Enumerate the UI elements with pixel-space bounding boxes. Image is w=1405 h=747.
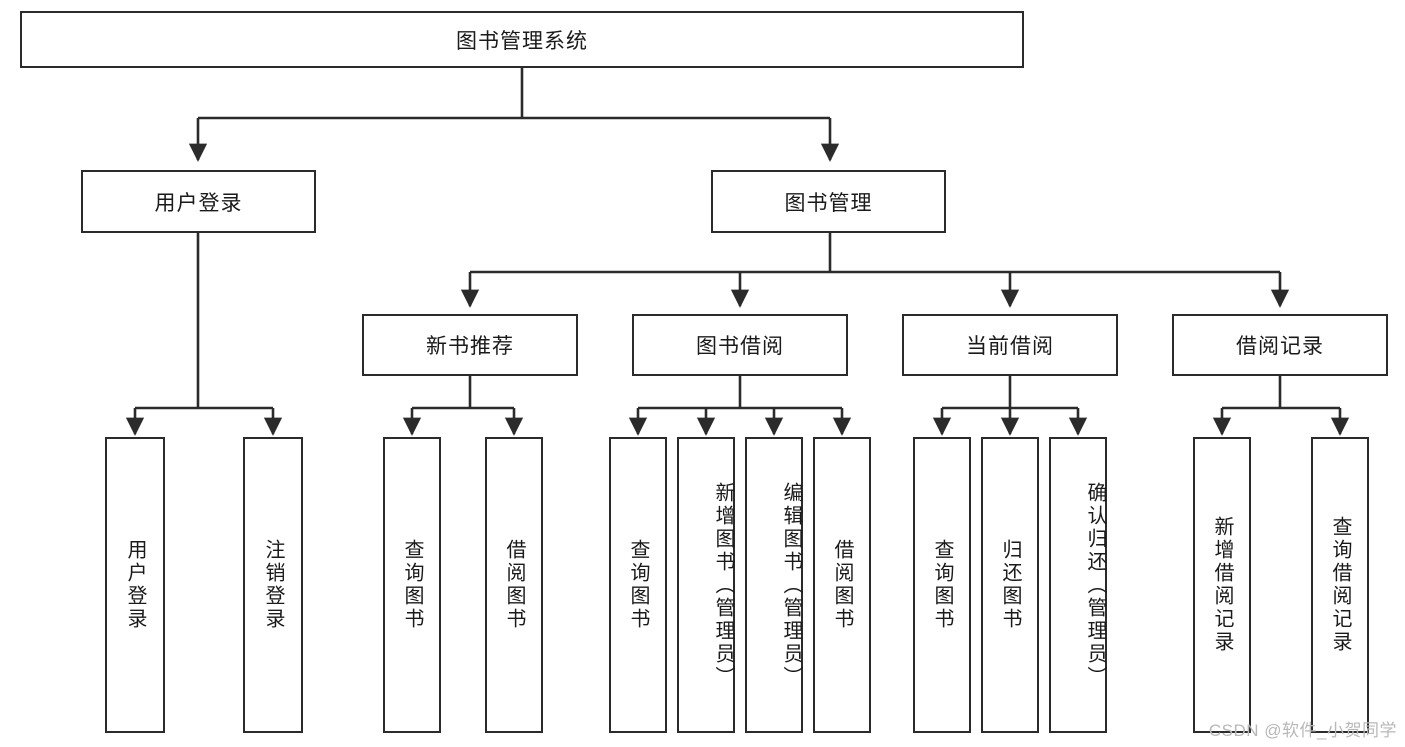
leaf-record-query-record[interactable]: 查询借阅记录 — [1311, 437, 1369, 733]
leaf-current-confirm-return-admin[interactable]: 确认归还（管理员） — [1049, 437, 1107, 733]
node-label: 用户登录 — [154, 191, 243, 215]
leaf-new-book-borrow[interactable]: 借阅图书 — [485, 437, 543, 733]
node-label: 图书管理 — [784, 191, 873, 215]
node-label: 归还图书 — [999, 539, 1021, 631]
leaf-new-book-query[interactable]: 查询图书 — [383, 437, 441, 733]
node-user-login[interactable]: 用户登录 — [81, 170, 316, 233]
csdn-watermark: CSDN @软件_小贺同学 — [1208, 721, 1397, 740]
leaf-borrow-add-book-admin[interactable]: 新增图书（管理员） — [677, 437, 735, 733]
node-label: 新增借阅记录 — [1211, 516, 1233, 654]
leaf-borrow-edit-book-admin[interactable]: 编辑图书（管理员） — [745, 437, 803, 733]
node-label: 当前借阅 — [966, 335, 1054, 358]
node-label: 注销登录 — [262, 539, 284, 631]
node-label: 借阅图书 — [503, 539, 525, 631]
node-root-library-system[interactable]: 图书管理系统 — [20, 11, 1024, 68]
node-label: 查询借阅记录 — [1329, 516, 1351, 654]
node-label: 借阅记录 — [1236, 335, 1324, 358]
node-book-borrow[interactable]: 图书借阅 — [632, 314, 848, 376]
node-label: 新书推荐 — [426, 335, 514, 358]
node-label: 新增图书（管理员） — [712, 481, 734, 689]
node-label: 图书借阅 — [696, 335, 784, 358]
node-borrow-record[interactable]: 借阅记录 — [1172, 314, 1388, 376]
leaf-user-login-signout[interactable]: 注销登录 — [243, 437, 303, 733]
leaf-current-return-book[interactable]: 归还图书 — [981, 437, 1039, 733]
leaf-borrow-query-book[interactable]: 查询图书 — [609, 437, 667, 733]
node-label: 借阅图书 — [831, 539, 853, 631]
leaf-user-login-signin[interactable]: 用户登录 — [105, 437, 165, 733]
node-label: 确认归还（管理员） — [1084, 481, 1106, 689]
node-current-borrow[interactable]: 当前借阅 — [902, 314, 1118, 376]
node-book-management[interactable]: 图书管理 — [711, 170, 946, 233]
node-label: 查询图书 — [401, 539, 423, 631]
node-label: 编辑图书（管理员） — [780, 481, 802, 689]
node-label: 图书管理系统 — [456, 29, 588, 53]
leaf-record-add-record[interactable]: 新增借阅记录 — [1193, 437, 1251, 733]
node-new-book-recommend[interactable]: 新书推荐 — [362, 314, 578, 376]
leaf-borrow-borrow-book[interactable]: 借阅图书 — [813, 437, 871, 733]
node-label: 查询图书 — [627, 539, 649, 631]
node-label: 查询图书 — [931, 539, 953, 631]
leaf-current-query-book[interactable]: 查询图书 — [913, 437, 971, 733]
node-label: 用户登录 — [124, 539, 146, 631]
